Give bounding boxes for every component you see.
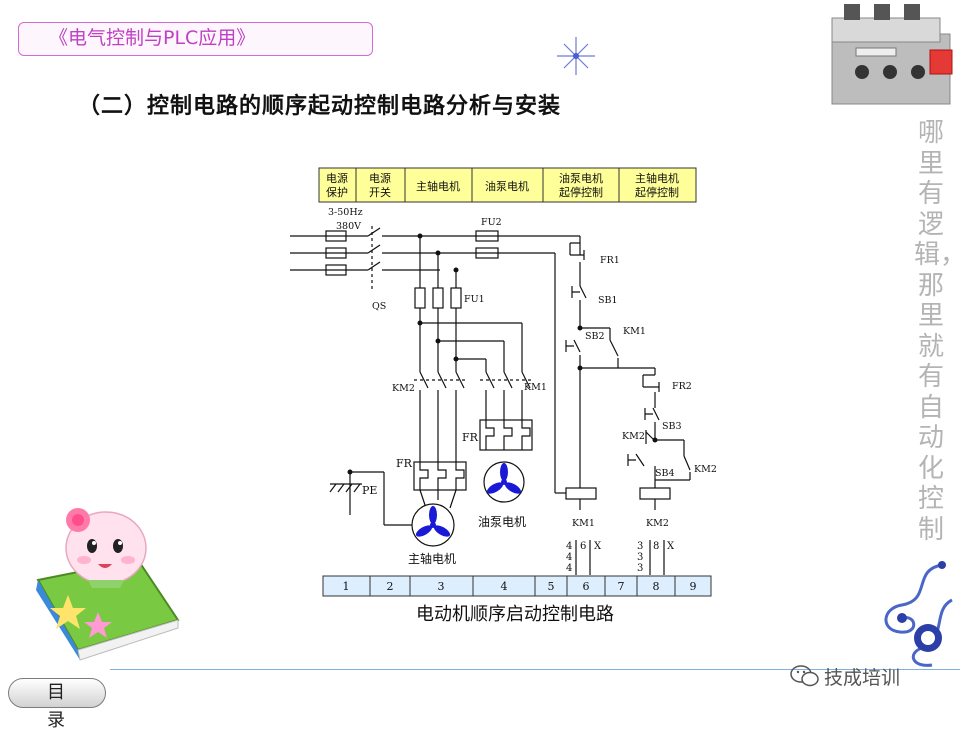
label-sb1: SB1 [598, 295, 618, 306]
section-title: （二）控制电路的顺序起动控制电路分析与安装 [78, 93, 562, 119]
label-km1-hold: KM1 [623, 326, 646, 337]
km2-ref-2: 3 [637, 552, 643, 563]
km2-ref-4: 8 [653, 541, 659, 552]
block-pump-control-line-1: 油泵电机 [559, 171, 603, 185]
km2-ref-5: X [667, 541, 675, 552]
label-km1-main: KM1 [524, 382, 547, 393]
km1-ref-1: 4 [566, 541, 572, 552]
label-km2-main: KM2 [392, 383, 415, 394]
block-spindle-control-line-2: 起停控制 [635, 185, 679, 199]
zone-4: 4 [501, 580, 508, 593]
km1-ref-4: 6 [580, 541, 586, 552]
zone-6: 6 [583, 580, 590, 593]
watermark: 技成培训 [790, 662, 900, 690]
zone-strip: 1 2 3 4 5 6 7 8 9 [322, 575, 712, 597]
km1-ref-2: 4 [566, 552, 572, 563]
label-qs: QS [372, 301, 386, 312]
label-fu1: FU1 [464, 294, 485, 305]
label-fu2: FU2 [481, 217, 502, 228]
thermal-relay-image [831, 4, 953, 105]
zone-7: 7 [618, 580, 625, 593]
block-power-protection: 电源保护 [326, 171, 348, 199]
zone-2: 2 [387, 580, 394, 593]
km2-ref-3: 3 [637, 563, 643, 574]
label-km1-coil: KM1 [572, 518, 595, 529]
label-fr1: FR1 [600, 255, 620, 266]
label-sb4: SB4 [655, 468, 675, 479]
label-fr2: FR2 [672, 381, 692, 392]
block-power-switch: 电源开关 [369, 171, 391, 199]
label-spindle-motor: 主轴电机 [408, 551, 456, 566]
supply-label-frequency: 3-50Hz [328, 207, 363, 218]
km1-ref-3: 4 [566, 563, 572, 574]
label-km2-coil: KM2 [646, 518, 669, 529]
block-pump-motor: 油泵电机 [485, 179, 529, 193]
block-power-switch-line-1: 电源 [369, 171, 391, 185]
zone-9: 9 [690, 580, 697, 593]
label-km2-interlock: KM2 [622, 431, 645, 442]
scroll-ornament [884, 561, 953, 667]
zone-3: 3 [438, 580, 445, 593]
label-pe: PE [362, 484, 377, 497]
footer-divider [110, 669, 960, 670]
pump-motor-symbol [483, 461, 525, 503]
block-power-protection-line-2: 保护 [326, 185, 348, 199]
wechat-icon [790, 665, 819, 687]
diagram-caption: 电动机顺序启动控制电路 [416, 604, 614, 625]
km2-ref-1: 3 [637, 541, 643, 552]
contents-menu-button[interactable]: 目 录 [8, 678, 106, 731]
zone-8: 8 [653, 580, 660, 593]
zone-5: 5 [548, 580, 555, 593]
sparkle-decoration [557, 37, 595, 75]
watermark-text: 技成培训 [824, 666, 901, 689]
mascot-book-illustration [36, 508, 180, 661]
function-block-header: 电源保护 电源开关 主轴电机 油泵电机 油泵电机起停控制 主轴电机起停控制 [318, 167, 697, 203]
label-sb2: SB2 [585, 331, 605, 342]
side-slogan: 哪里有逻辑，那里就有自动化控制 [914, 118, 960, 545]
course-title: 《电气控制与PLC应用》 [18, 22, 373, 56]
block-spindle-motor: 主轴电机 [416, 179, 460, 193]
block-pump-control-line-2: 起停控制 [559, 185, 603, 199]
block-power-switch-line-2: 开关 [369, 185, 391, 199]
label-sb3: SB3 [662, 421, 682, 432]
block-power-protection-line-1: 电源 [326, 171, 348, 185]
label-fr-spindle: FR [396, 457, 413, 470]
spindle-motor-symbol [411, 503, 455, 547]
label-km2-hold: KM2 [694, 464, 717, 475]
block-spindle-control-line-1: 主轴电机 [635, 171, 679, 185]
km1-ref-5: X [594, 541, 602, 552]
zone-1: 1 [343, 580, 350, 593]
block-spindle-control: 主轴电机起停控制 [635, 171, 679, 199]
label-fr-pump: FR [462, 431, 479, 444]
circuit-diagram: 电源保护 电源开关 主轴电机 油泵电机 油泵电机起停控制 主轴电机起停控制 [290, 167, 717, 597]
supply-label-voltage: 380V [336, 221, 361, 232]
block-pump-control: 油泵电机起停控制 [559, 171, 603, 199]
label-pump-motor: 油泵电机 [478, 515, 526, 529]
